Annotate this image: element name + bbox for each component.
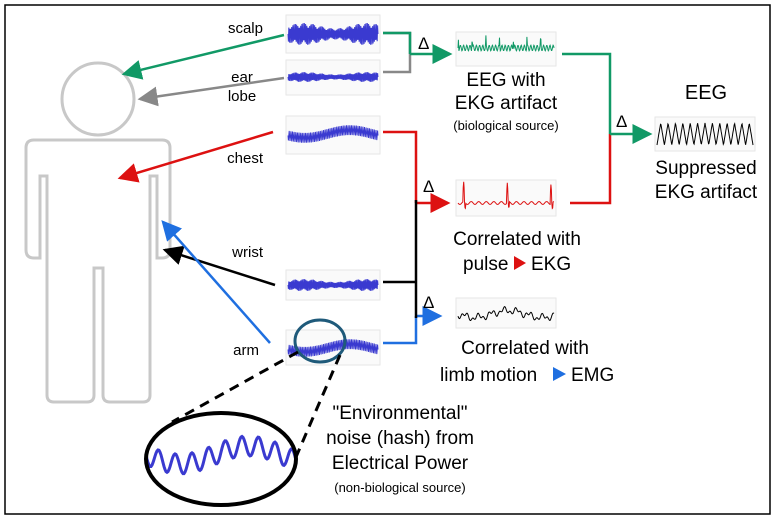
head — [60, 61, 136, 137]
label-scalp: scalp — [228, 20, 263, 37]
eeg-ekg-line2: EKG artifact — [455, 93, 558, 114]
noise-line3: Electrical Power — [332, 453, 469, 474]
earlobe-to-head-arrow — [137, 76, 285, 107]
delta-4: Δ — [423, 293, 434, 312]
limb-emg-waveform — [457, 305, 555, 321]
arm-to-body-arrow — [161, 220, 271, 344]
eeg-ekg-waveform — [457, 35, 555, 53]
ekg-to-combine-line — [570, 134, 612, 205]
wrist-signal — [285, 269, 381, 301]
limb-emg-signal — [455, 297, 557, 329]
label-chest: chest — [227, 150, 264, 167]
eeg-output-signal — [654, 116, 756, 152]
body-outline — [24, 138, 172, 404]
pulse-line2a: pulse — [463, 254, 508, 275]
label-lobe: lobe — [228, 88, 256, 105]
noise-line1: "Environmental" — [333, 403, 468, 424]
scalp-bracket — [383, 31, 412, 54]
label-wrist: wrist — [231, 244, 264, 261]
pulse-ekg-waveform — [457, 181, 555, 210]
human-figure — [24, 61, 172, 404]
label-ear: ear — [231, 69, 253, 86]
limb-line2a: limb motion — [440, 365, 537, 386]
limb-line1: Correlated with — [461, 338, 589, 359]
chest-to-body-arrow — [117, 130, 274, 183]
delta-3: Δ — [423, 177, 434, 196]
zoom-dash-right — [294, 354, 342, 458]
earlobe-waveform — [287, 72, 379, 82]
eeg-ekg-signal — [455, 31, 557, 67]
limb-line2b: EMG — [571, 365, 614, 386]
frame — [4, 4, 771, 515]
noise-line2: noise (hash) from — [326, 428, 474, 449]
delta-2: Δ — [616, 112, 627, 131]
delta-1: Δ — [418, 34, 429, 53]
limb-pointer-icon — [553, 367, 566, 381]
chest-waveform — [287, 125, 379, 143]
noise-source: (non-biological source) — [334, 480, 466, 495]
eeg-output-title: EEG — [685, 82, 727, 104]
eeg-output-line1: Suppressed — [655, 158, 756, 179]
scalp-signal — [285, 14, 381, 54]
pulse-line2b: EKG — [531, 254, 571, 275]
pulse-ekg-signal — [455, 179, 557, 217]
eeg-ekg-to-combine-line — [562, 52, 612, 134]
zoom-waveform — [146, 434, 296, 476]
earlobe-bracket — [383, 31, 412, 74]
scalp-waveform — [287, 23, 379, 45]
eeg-ekg-line1: EEG with — [466, 70, 545, 91]
eeg-ekg-source: (biological source) — [453, 118, 559, 133]
zoom-dash-left — [171, 350, 299, 424]
arm-bus-line — [383, 316, 418, 345]
pulse-pointer-icon — [514, 256, 526, 270]
chest-bus-line — [383, 130, 418, 203]
pulse-line1: Correlated with — [453, 229, 581, 250]
signal-thumbnails — [285, 14, 381, 366]
chest-signal — [285, 115, 381, 155]
earlobe-signal — [285, 59, 381, 96]
wrist-waveform — [287, 279, 379, 291]
eeg-output-line2: EKG artifact — [655, 182, 758, 203]
label-arm: arm — [233, 342, 259, 359]
eeg-output-waveform — [656, 122, 754, 146]
wrist-to-body-arrow — [162, 245, 276, 287]
zoom-ring-small — [293, 318, 347, 364]
zoom-inset — [144, 411, 298, 507]
scalp-to-head-arrow — [121, 33, 285, 80]
zoom-ring-large — [144, 411, 298, 507]
